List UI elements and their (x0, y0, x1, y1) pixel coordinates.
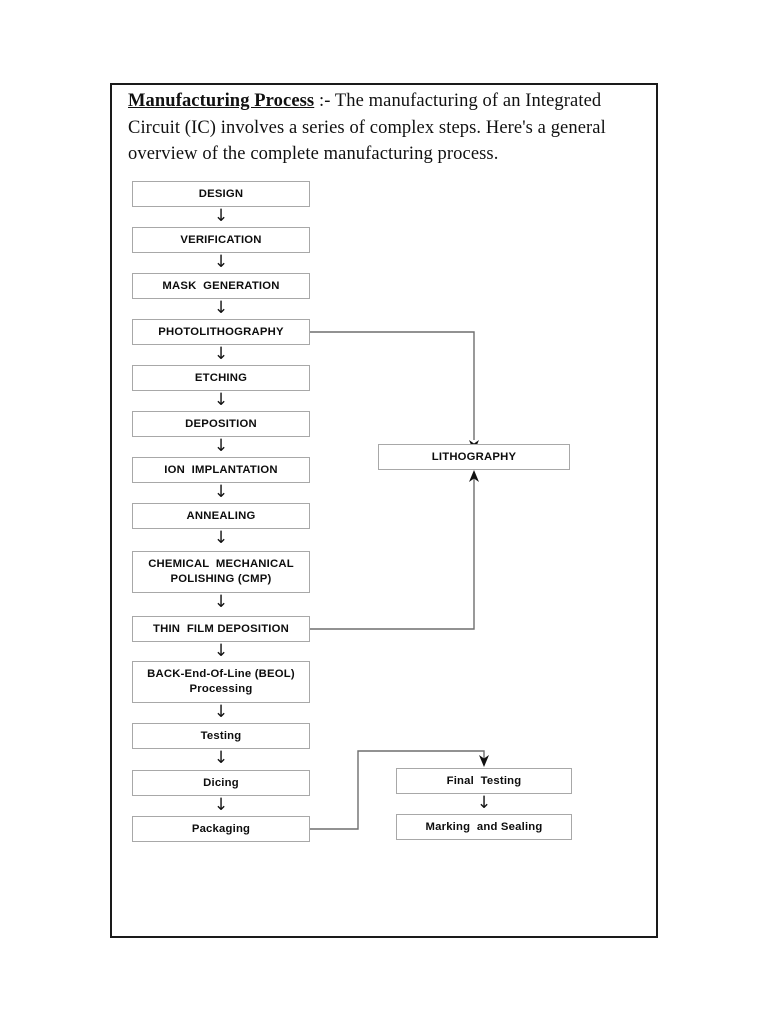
page-title: Manufacturing Process :- The manufacturi… (128, 88, 648, 168)
process-box-marking-and-sealing[interactable]: Marking and Sealing (396, 814, 572, 840)
arrow-down-icon: ↓ (213, 252, 229, 272)
arrow-down-icon: ↓ (476, 793, 492, 813)
arrow-down-icon: ↓ (213, 641, 229, 661)
process-box-deposition[interactable]: DEPOSITION (132, 411, 310, 437)
arrow-down-icon: ↓ (213, 298, 229, 318)
arrow-down-icon: ↓ (213, 390, 229, 410)
arrow-down-icon: ↓ (213, 344, 229, 364)
process-box-final-testing[interactable]: Final Testing (396, 768, 572, 794)
heading-separator: :- (314, 91, 335, 111)
process-box-packaging[interactable]: Packaging (132, 816, 310, 842)
process-box-annealing[interactable]: ANNEALING (132, 503, 310, 529)
process-box-mask-generation[interactable]: MASK GENERATION (132, 273, 310, 299)
arrow-down-icon: ↓ (213, 748, 229, 768)
process-box-verification[interactable]: VERIFICATION (132, 227, 310, 253)
arrow-down-icon: ↓ (213, 436, 229, 456)
process-box-photolithography[interactable]: PHOTOLITHOGRAPHY (132, 319, 310, 345)
arrow-down-icon: ↓ (213, 702, 229, 722)
process-box-cmp[interactable]: CHEMICAL MECHANICAL POLISHING (CMP) (132, 551, 310, 593)
process-box-ion-implantation[interactable]: ION IMPLANTATION (132, 457, 310, 483)
process-box-dicing[interactable]: Dicing (132, 770, 310, 796)
heading-body: The manufacturing of an Integrated Circu… (128, 91, 606, 164)
arrow-down-icon: ↓ (213, 206, 229, 226)
arrow-down-icon: ↓ (213, 482, 229, 502)
heading-title: Manufacturing Process (128, 91, 315, 111)
process-box-beol[interactable]: BACK-End-Of-Line (BEOL) Processing (132, 661, 310, 703)
process-box-lithography[interactable]: LITHOGRAPHY (378, 444, 570, 470)
arrow-down-icon: ↓ (213, 528, 229, 548)
process-box-design[interactable]: DESIGN (132, 181, 310, 207)
process-box-etching[interactable]: ETCHING (132, 365, 310, 391)
process-box-testing[interactable]: Testing (132, 723, 310, 749)
arrow-down-icon: ↓ (213, 795, 229, 815)
arrow-down-icon: ↓ (213, 592, 229, 612)
process-box-thin-film-deposition[interactable]: THIN FILM DEPOSITION (132, 616, 310, 642)
